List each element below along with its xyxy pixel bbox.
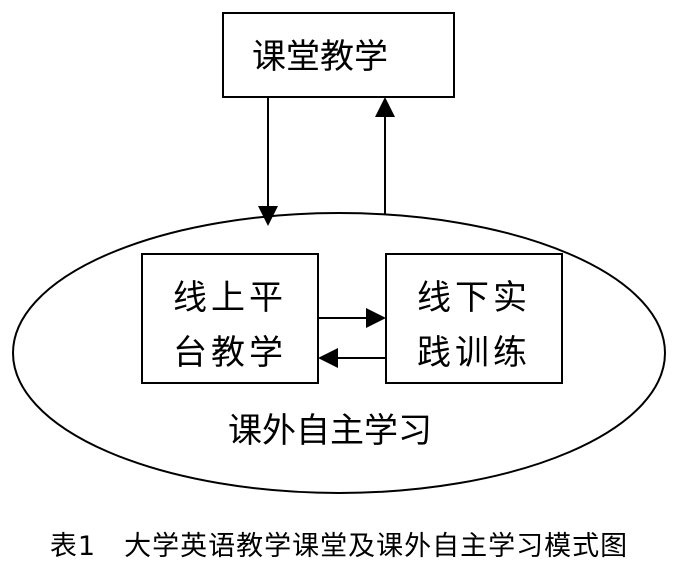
online-platform-box [141,253,319,384]
online-platform-label-line2: 台教学 [173,333,287,373]
offline-practice-box [385,253,563,384]
online-platform-label-line1: 线上平 [173,278,287,318]
offline-practice-label-line2: 践训练 [417,333,531,373]
caption-text: 大学英语教学课堂及课外自主学习模式图 [124,531,629,562]
caption-number: 表1 [49,531,97,562]
classroom-teaching-label: 课堂教学 [252,37,388,77]
classroom-teaching-box [222,12,455,98]
self-study-label: 课外自主学习 [228,411,432,451]
offline-practice-label-line1: 线下实 [417,278,531,318]
figure-caption: 表1 大学英语教学课堂及课外自主学习模式图 [0,524,678,563]
outer-ellipse [12,212,666,494]
